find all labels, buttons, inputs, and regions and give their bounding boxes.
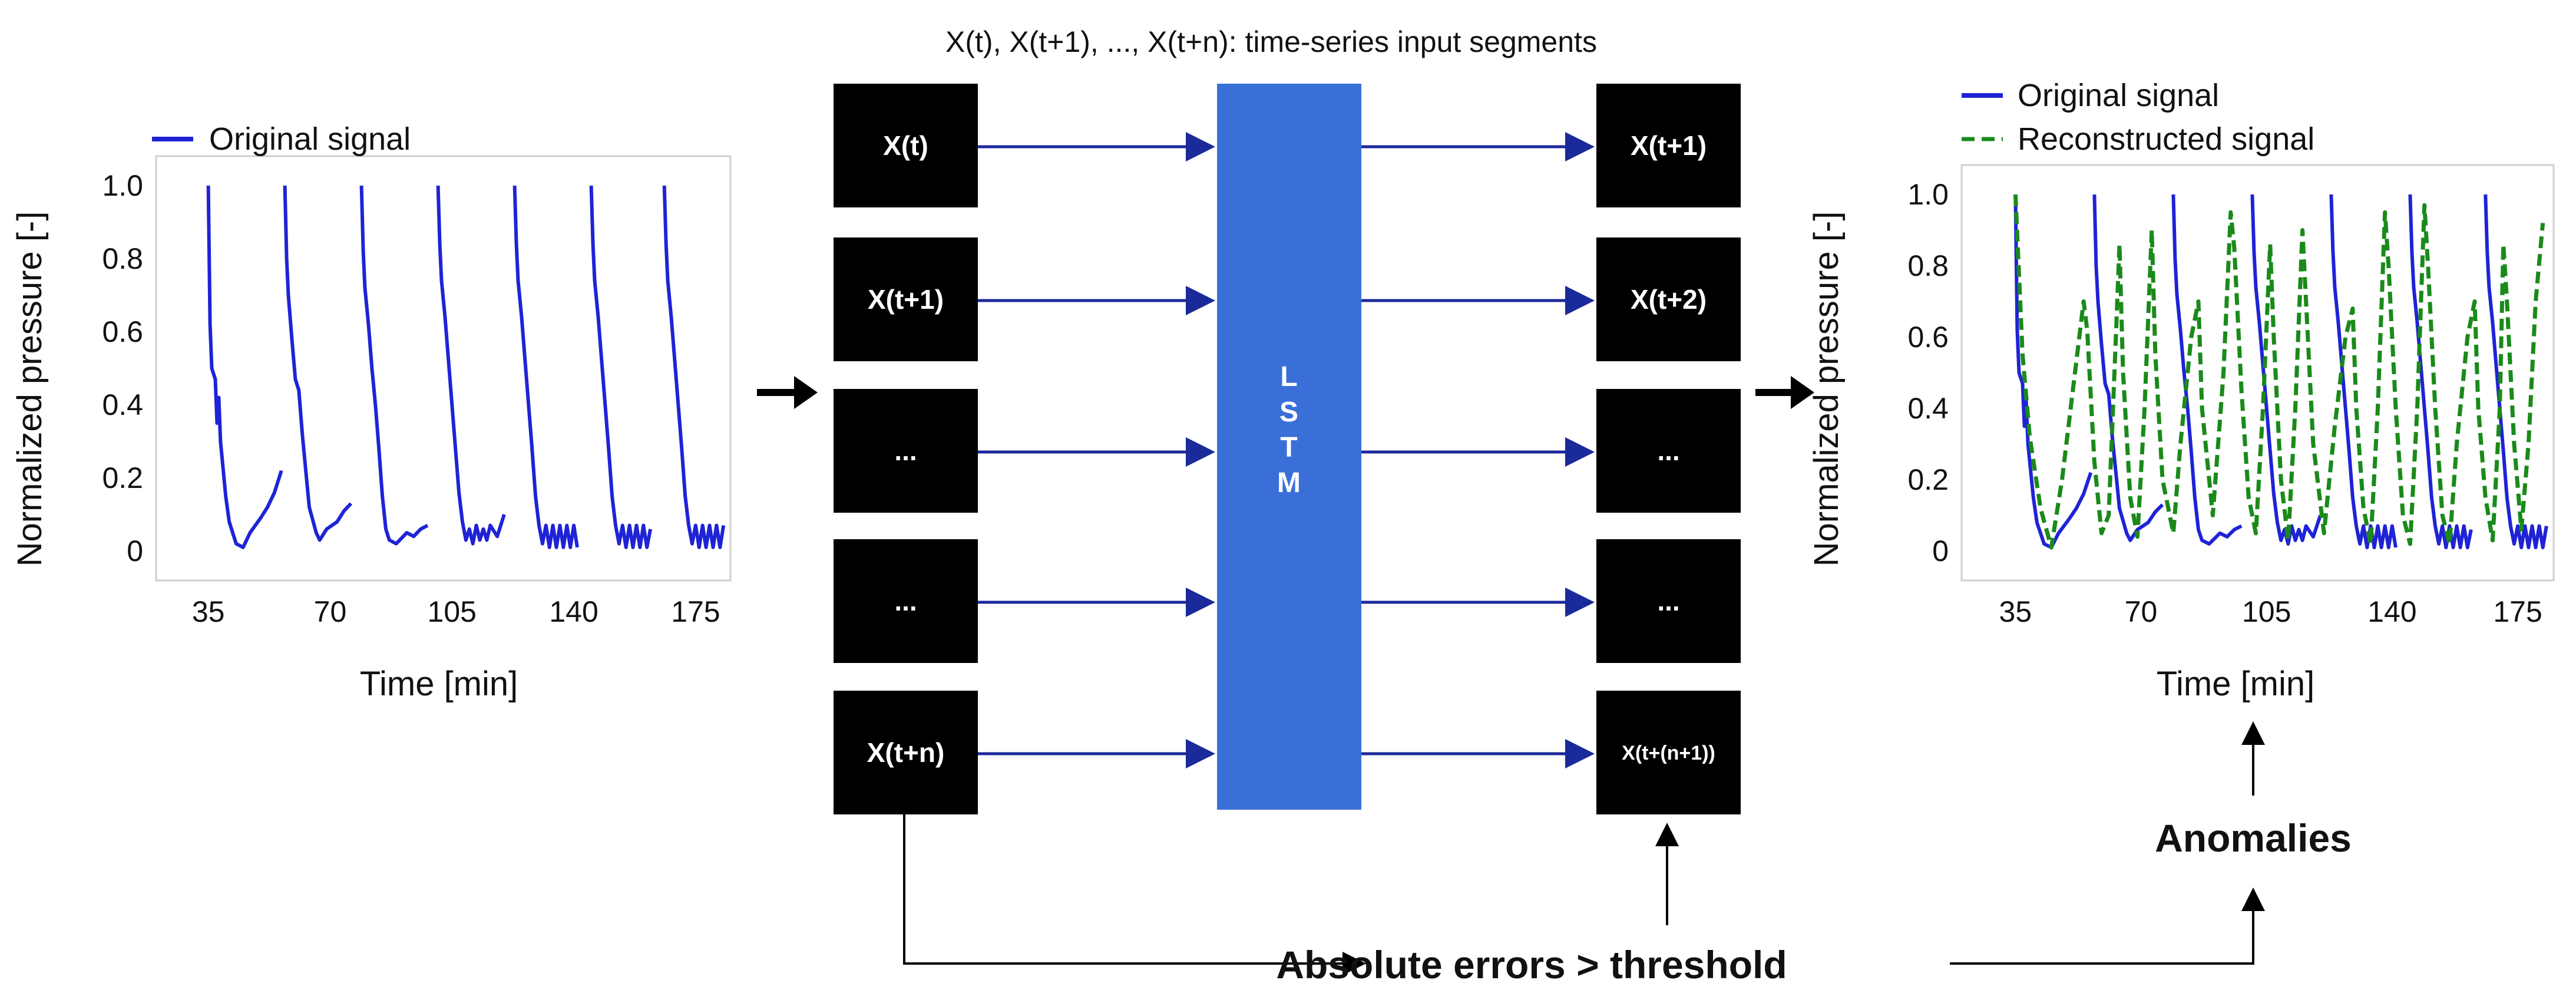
left-legend: Original signal [152,121,411,157]
right-y-tick-label: 0.4 [1907,392,1949,425]
lstm-letter: S [1279,397,1298,428]
right-y-tick-label: 0 [1932,535,1949,568]
left-y-tick-label: 0.2 [102,461,143,494]
left-x-axis-label: Time [min] [360,665,518,703]
left-y-tick-label: 1.0 [102,169,143,202]
left-legend-original: Original signal [209,121,411,157]
input-segment-box [834,389,978,513]
lstm-letter: L [1280,361,1297,392]
error-threshold-label: Absolute errors > threshold [1276,943,1787,986]
right-x-tick-label: 70 [2125,595,2158,628]
right-original-signal-cycle [2092,194,2164,542]
left-x-ticks: 35 70 105 140 175 [192,595,720,628]
output-boxes: X(t+1) X(t+2)...... X(t+(n+1)) [1596,84,1741,814]
left-original-signal-cycle [662,185,726,549]
lstm-letter: M [1277,467,1301,499]
output-segment-label: ... [1657,435,1679,466]
left-original-signal-cycle [589,185,653,549]
right-chart: 0 0.2 0.4 0.6 0.8 1.0 35 70 105 140 175 Normalize… [1807,78,2555,703]
output-segment-box [1596,539,1741,663]
error-line-left [903,813,1366,975]
flow-arrows [978,132,1595,768]
left-y-axis-label: Normalized pressure [-] [11,212,49,567]
right-x-ticks: 35 70 105 140 175 [1999,595,2542,628]
flow-arrow-left [757,376,818,409]
right-original-signal-cycle [2171,194,2243,546]
left-y-tick-label: 0 [127,535,143,568]
flow-arrow-right [1755,376,1814,409]
right-x-tick-label: 140 [2367,595,2416,628]
left-x-tick-label: 175 [671,595,720,628]
lstm-letter: T [1280,432,1297,463]
left-series-group [206,185,726,549]
left-y-tick-label: 0.4 [102,388,143,421]
right-original-signal-cycle [2408,194,2473,549]
right-y-tick-label: 0.8 [1907,249,1949,282]
left-plot-frame [155,155,732,582]
left-x-tick-label: 70 [314,595,347,628]
left-x-tick-label: 35 [192,595,225,628]
right-x-tick-label: 175 [2493,595,2542,628]
right-x-tick-label: 35 [1999,595,2032,628]
right-plot-frame [1960,164,2555,582]
output-segment-box [1596,84,1741,207]
output-segment-label: X(t+1) [1631,130,1707,161]
input-segment-box [834,237,978,361]
right-legend-original: Original signal [2018,78,2219,113]
right-legend: Original signal Reconstructed signal [1962,78,2314,157]
input-segment-label: ... [894,586,917,616]
left-chart: 0 0.2 0.4 0.6 0.8 1.0 35 70 105 140 175 Normalize… [11,121,732,703]
right-y-ticks: 0 0.2 0.4 0.6 0.8 1.0 [1907,178,1949,568]
right-y-tick-label: 1.0 [1907,178,1949,211]
input-boxes: X(t) X(t+1)...... X(t+n) [834,84,978,814]
top-caption: X(t), X(t+1), ..., X(t+n): time-series i… [945,25,1597,58]
anomalies-label: Anomalies [2155,816,2352,860]
error-line-right [1950,887,2265,965]
left-original-signal-cycle [283,185,353,542]
left-original-signal-cycle [512,185,579,549]
input-segment-box [834,84,978,207]
output-segment-label: ... [1657,586,1679,616]
left-original-signal-cycle [359,185,429,546]
input-segment-box [834,539,978,663]
left-y-tick-label: 0.8 [102,242,143,275]
right-original-signal-cycle [2250,194,2322,546]
right-y-tick-label: 0.2 [1907,463,1949,496]
input-segment-box [834,691,978,814]
right-series-group [2013,194,2548,550]
right-y-axis-label: Normalized pressure [-] [1807,212,1846,567]
input-segment-label: X(t+n) [867,737,945,768]
right-original-signal-cycle [2484,194,2548,549]
right-x-axis-label: Time [min] [2157,665,2315,703]
input-segment-label: ... [894,435,917,466]
right-reconstructed-signal [2013,194,2545,550]
output-segment-box [1596,389,1741,513]
right-original-signal-cycle [2013,194,2093,549]
right-legend-reconstructed: Reconstructed signal [2018,121,2314,157]
left-original-signal-cycle [436,185,506,546]
right-y-tick-label: 0.6 [1907,321,1949,354]
output-segment-label: X(t+(n+1)) [1622,742,1715,764]
output-segment-box [1596,691,1741,814]
input-segment-label: X(t) [883,130,928,161]
output-segment-box [1596,237,1741,361]
right-original-signal-cycle [2329,194,2398,549]
left-x-tick-label: 105 [428,595,477,628]
right-x-tick-label: 105 [2242,595,2291,628]
left-y-ticks: 0 0.2 0.4 0.6 0.8 1.0 [102,169,143,568]
left-y-tick-label: 0.6 [102,315,143,348]
output-segment-label: X(t+2) [1631,284,1707,315]
lstm-block [1217,84,1361,810]
left-original-signal-cycle [206,185,283,549]
left-x-tick-label: 140 [549,595,598,628]
input-segment-label: X(t+1) [868,284,944,315]
